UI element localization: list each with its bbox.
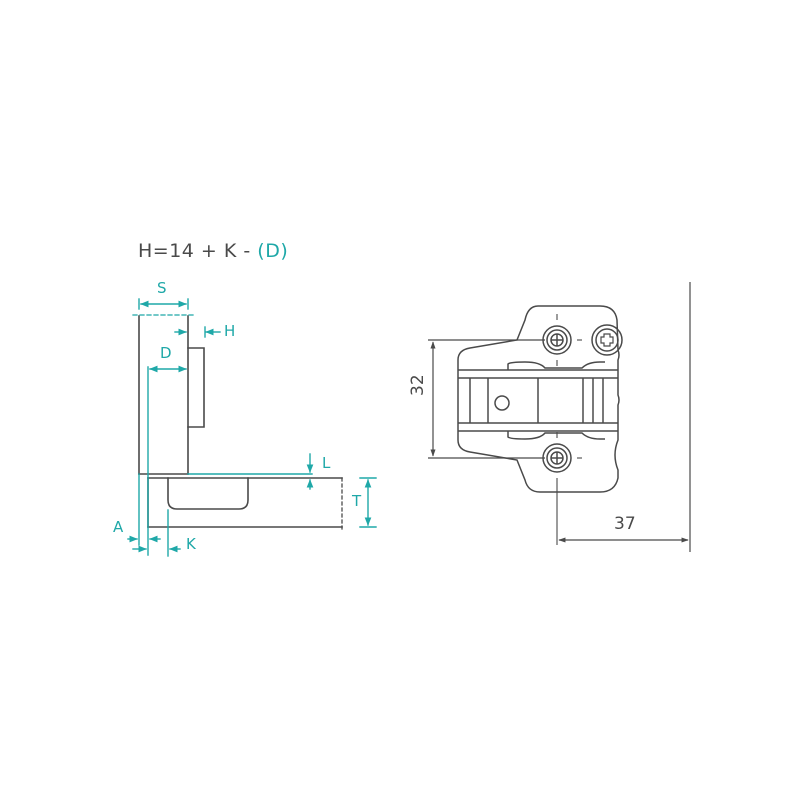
- dimension-label-s: S: [157, 279, 167, 297]
- dimension-label-l: L: [322, 454, 331, 472]
- door-panel: [138, 315, 205, 475]
- cabinet-side: [147, 477, 343, 528]
- top-view-dimensions: [428, 282, 691, 552]
- side-view: [127, 298, 377, 557]
- pivot-hole: [494, 395, 510, 411]
- dimension-label-h: H: [224, 322, 236, 340]
- top-screw-hole-icon: [542, 325, 572, 355]
- dimension-label-37: 37: [614, 514, 636, 534]
- dimension-label-a: A: [113, 518, 124, 536]
- formula-text: H=14 + K -: [138, 240, 258, 262]
- dimension-label-d: D: [160, 344, 172, 362]
- mounting-plate-top-view: [457, 305, 623, 545]
- dimension-label-k: K: [186, 535, 196, 553]
- dimension-label-t: T: [352, 492, 362, 510]
- dimension-label-32: 32: [408, 374, 428, 396]
- adjustment-screw-icon: [591, 324, 623, 356]
- bottom-screw-hole-icon: [542, 443, 572, 473]
- formula-accent: (D): [257, 240, 289, 262]
- hinge-formula: H=14 + K - (D): [138, 240, 288, 262]
